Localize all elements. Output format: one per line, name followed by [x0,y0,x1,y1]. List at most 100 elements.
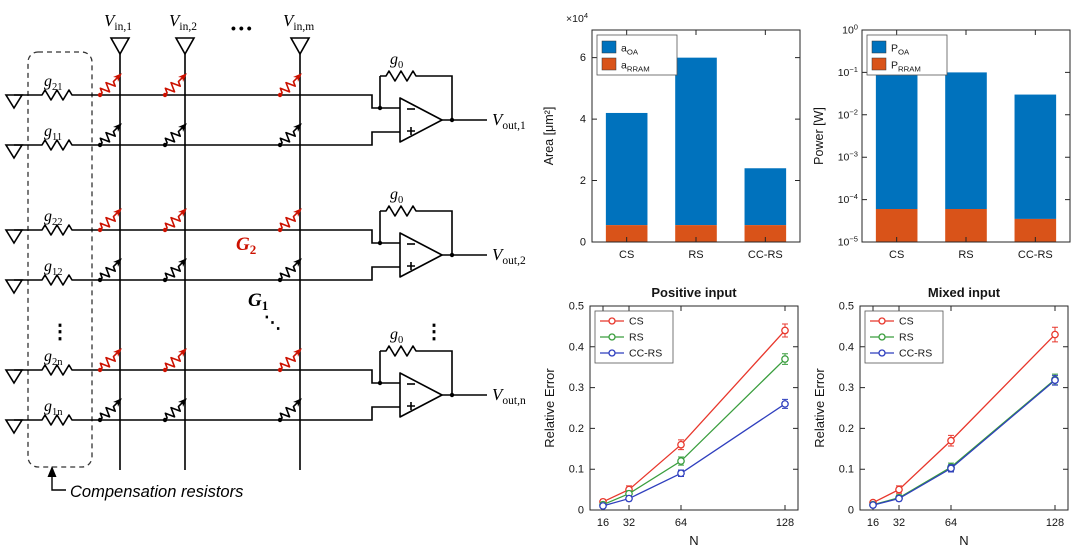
x-tick-label: 16 [867,517,879,529]
circuit-panel: Vin,1 Vin,2 Vin,m ••• g21 g11 g22 g12 g2… [5,11,526,501]
opamp-icon [399,372,443,418]
caption-arrowhead-icon [47,466,57,477]
tspan: −5 [849,235,858,244]
bar-CC-RS-rram [744,225,787,242]
feedback-resistor-icon [379,70,423,82]
series-CS [869,326,1059,507]
ground-icon [5,94,23,109]
comp-resistor-label: g22 [44,208,63,228]
y-tick-label: 0 [580,237,586,249]
tspan: 10 [838,109,850,121]
legend-label: PRRAM [891,60,921,74]
legend-swatch [601,57,617,71]
polyline [602,403,786,507]
y-tick-label: 0.2 [839,423,854,435]
series-RS [599,353,789,509]
power-bars [875,69,1057,242]
y-tick-label: 0.3 [569,382,584,394]
x-tick-label: RS [958,249,973,261]
column-ellipsis: ••• [231,20,255,36]
g2-matrix-label: G2 [236,234,256,257]
bar-CS-rram [875,209,918,242]
x-tick-label: 32 [623,517,635,529]
g1-matrix-label: G1 [248,290,268,313]
y-tick-label: 10−1 [838,65,858,79]
legend-swatch [601,40,617,54]
x-tick-label: CC-RS [1018,249,1053,261]
tspan: RRAM [627,65,650,74]
ground-icon [5,279,23,294]
input-terminal-icon [290,37,310,55]
y-tick-label: 10−2 [838,107,858,121]
tspan: a [621,60,627,72]
tspan: 0 [854,23,858,32]
marker [947,464,955,473]
marker [677,469,685,478]
marker [895,494,903,503]
marker [677,440,685,449]
tspan: −1 [849,65,858,74]
positive-axes [589,305,799,511]
input-label-m: Vin,m [283,11,314,33]
ground-icon [5,369,23,384]
bar-RS-oa [675,57,717,226]
legend-label: CC-RS [899,348,932,360]
y-axis-label: Relative Error [542,368,557,448]
caption-arrow [51,472,66,491]
y-tick-label: 0.5 [569,301,584,313]
legend-marker [878,349,886,357]
area-bars [605,57,787,242]
feedback-resistor-label: g0 [390,51,403,71]
legend-marker [608,317,616,325]
polyline [602,358,786,506]
x-tick-label: CS [889,249,904,261]
y-tick-label: 0 [848,505,854,517]
marker [781,355,789,363]
y-axis-label: Power [W] [812,107,826,165]
feedback-resistor-label: g0 [390,186,403,206]
comp-resistor-label: g11 [44,123,62,143]
tspan: −3 [849,150,858,159]
tspan: 4 [584,11,588,20]
bar-RS-rram [675,225,717,242]
legend-marker [878,333,886,341]
legend-marker [878,317,886,325]
power-legend: POA PRRAM [866,34,948,76]
area-axes [591,29,801,243]
comp-resistor-label: g12 [44,258,63,278]
marker [781,326,789,335]
bar-RS-rram [945,209,987,242]
x-tick-label: CS [619,249,634,261]
tspan: −4 [849,192,858,201]
row-ellipsis: ⋮ [50,321,70,343]
legend-marker [608,333,616,341]
legend-label: aOA [621,43,639,57]
tspan: P [891,43,898,55]
rect [589,305,799,511]
area-legend: aOA aRRAM [596,34,678,76]
compensation-caption: Compensation resistors [70,483,243,501]
legend-swatch [871,57,887,71]
x-tick-label: 128 [1046,517,1064,529]
y-tick-label: 0.3 [839,382,854,394]
y-tick-label: 6 [580,52,586,64]
tspan: 10 [838,67,850,79]
bar-CS-oa [875,69,918,210]
tspan: RRAM [898,65,921,74]
tspan: OA [898,48,910,57]
output-label-2: Vout,2 [492,245,526,267]
series-CC-RS [599,398,789,510]
y-tick-label: 0 [578,505,584,517]
ground-icon [5,144,23,159]
marker [1051,376,1059,385]
compensation-box [27,51,93,468]
y-tick-label: 10−3 [838,150,858,164]
bar-CC-RS-rram [1014,218,1057,242]
tspan: ×10 [566,13,584,25]
bar-CC-RS-oa [744,168,787,226]
power-axes [861,29,1071,243]
y-tick-label: 0.1 [569,464,584,476]
